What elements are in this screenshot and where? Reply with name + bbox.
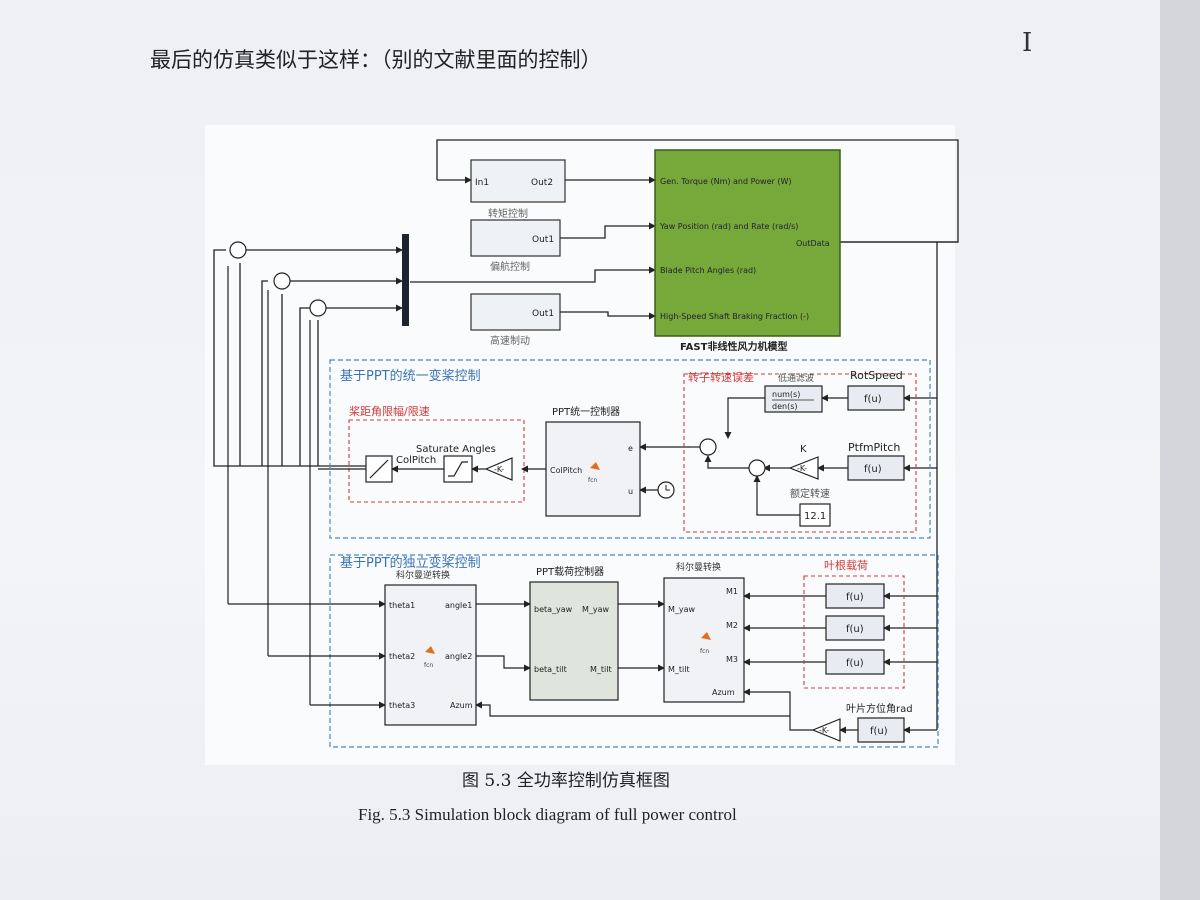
rotor-error-title: 转子转速误差 [688, 370, 754, 384]
ppt-load-title: PPT载荷控制器 [536, 565, 604, 578]
fast-port-brake: High-Speed Shaft Braking Fraction (-) [660, 312, 809, 321]
brake-control-block: Out1 高速制动 [470, 293, 561, 347]
fast-port-outdata: OutData [796, 239, 830, 248]
figure-caption-en: Fig. 5.3 Simulation block diagram of ful… [358, 805, 737, 824]
figure-caption-cn: 图 5.3 全功率控制仿真框图 [462, 771, 670, 791]
independent-pitch-region [329, 554, 939, 748]
fwd-title: 科尔曼转换 [676, 561, 721, 573]
fast-port-yaw: Yaw Position (rad) and Rate (rad/s) [659, 222, 798, 231]
brake-label: 高速制动 [490, 334, 530, 347]
fwd-out-1: M1 [726, 587, 738, 596]
pitch-limit-region [348, 419, 525, 503]
unified-title: 基于PPT的统一变桨控制 [340, 368, 481, 384]
simulink-block-diagram: In1 Out2 转矩控制 Out1 偏航控制 Out1 高速制动 Gen. T… [205, 125, 959, 765]
rotspeed-label: RotSpeed [850, 369, 903, 382]
inv-fcn: fcn [424, 662, 433, 669]
inv-in-1: theta1 [389, 601, 415, 610]
fwd-fcn: fcn [700, 648, 709, 655]
root-load-title: 叶根载荷 [824, 558, 868, 572]
pitch-limit-title: 桨距角限幅/限速 [349, 404, 430, 418]
azimuth-blocks: f(u) 叶片方位角rad -K- [811, 702, 913, 743]
inv-out-3: Azum [450, 701, 473, 710]
unified-pitch-region [329, 359, 931, 539]
rated-title: 额定转速 [790, 487, 830, 500]
inv-in-3: theta3 [389, 701, 415, 710]
ppt-unified-e: e [628, 444, 633, 453]
page-edge [1160, 0, 1200, 900]
ppt-load-in-1: beta_yaw [534, 605, 573, 614]
inverse-coleman-block: 科尔曼逆转换 theta1 theta2 theta3 angle1 angle… [384, 569, 477, 726]
azimuth-title: 叶片方位角rad [846, 702, 913, 715]
fwd-out-2: M2 [726, 621, 738, 630]
torque-out-port: Out2 [531, 178, 553, 188]
unified-gain: -K- [494, 465, 504, 474]
root-load-region [803, 575, 905, 689]
k-label: K [800, 444, 807, 455]
yaw-out-port: Out1 [532, 235, 554, 245]
independent-title: 基于PPT的独立变桨控制 [340, 555, 481, 571]
independent-wires [227, 266, 858, 734]
fast-port-torque: Gen. Torque (Nm) and Power (W) [660, 177, 792, 186]
root-fu-2: f(u) [846, 624, 864, 635]
ppt-load-in-2: beta_tilt [534, 665, 567, 674]
mux-block [402, 234, 409, 326]
ptfm-fu: f(u) [864, 464, 882, 475]
ptfm-label: PtfmPitch [848, 441, 900, 454]
ppt-unified-title: PPT统一控制器 [552, 405, 620, 418]
fwd-in-1: M_yaw [668, 605, 696, 614]
root-load-blocks: f(u) f(u) f(u) [825, 583, 885, 675]
forward-coleman-block: 科尔曼转换 M_yaw M_tilt Azum M1 M2 M3 fcn [663, 561, 745, 703]
rotspeed-fu: f(u) [864, 394, 882, 405]
torque-in-port: In1 [475, 178, 489, 188]
inv-in-2: theta2 [389, 652, 415, 661]
fwd-in-3: Azum [712, 688, 735, 697]
k-gain: -K- [797, 464, 807, 473]
inv-out-2: angle2 [445, 652, 472, 661]
ppt-load-out-1: M_yaw [582, 605, 610, 614]
rotor-error-region [683, 373, 917, 533]
azimuth-fu: f(u) [870, 726, 888, 737]
ppt-unified-port: ColPitch [550, 466, 582, 475]
wires-top [213, 139, 959, 734]
brake-out-port: Out1 [532, 309, 554, 319]
fwd-out-3: M3 [726, 655, 738, 664]
ppt-unified-u: u [628, 487, 633, 496]
saturate-label: Saturate Angles [416, 444, 496, 455]
filter-title: 低通滤波 [778, 372, 814, 384]
colpitch-label: ColPitch [396, 455, 436, 466]
fast-port-pitch: Blade Pitch Angles (rad) [660, 266, 756, 275]
azimuth-gain: -K- [819, 726, 829, 735]
ppt-load-out-2: M_tilt [590, 665, 612, 674]
yaw-label: 偏航控制 [490, 260, 530, 273]
inv-out-1: angle1 [445, 601, 472, 610]
fast-turbine-block: Gen. Torque (Nm) and Power (W) Yaw Posit… [654, 149, 841, 353]
unified-blocks: ColPitch Saturate Angles -K- PPT统一控制器 Co… [318, 369, 917, 533]
yaw-control-block: Out1 偏航控制 [470, 219, 561, 273]
root-fu-3: f(u) [846, 658, 864, 669]
page-heading: 最后的仿真类似于这样：（别的文献里面的控制） [150, 48, 602, 72]
torque-control-block: In1 Out2 转矩控制 [470, 159, 566, 220]
root-fu-1: f(u) [846, 592, 864, 603]
inv-title: 科尔曼逆转换 [396, 569, 450, 581]
sum-blocks-top [229, 241, 327, 317]
ppt-unified-fcn: fcn [588, 477, 597, 484]
torque-label: 转矩控制 [488, 207, 528, 220]
rated-value: 12.1 [804, 511, 826, 522]
ppt-load-block: PPT载荷控制器 beta_yaw beta_tilt M_yaw M_tilt [529, 565, 619, 701]
filter-num: num(s) [772, 390, 800, 399]
fast-title: FAST非线性风力机模型 [680, 340, 787, 353]
fwd-in-2: M_tilt [668, 665, 690, 674]
filter-den: den(s) [772, 402, 797, 411]
text-cursor-icon: I [1022, 28, 1033, 58]
